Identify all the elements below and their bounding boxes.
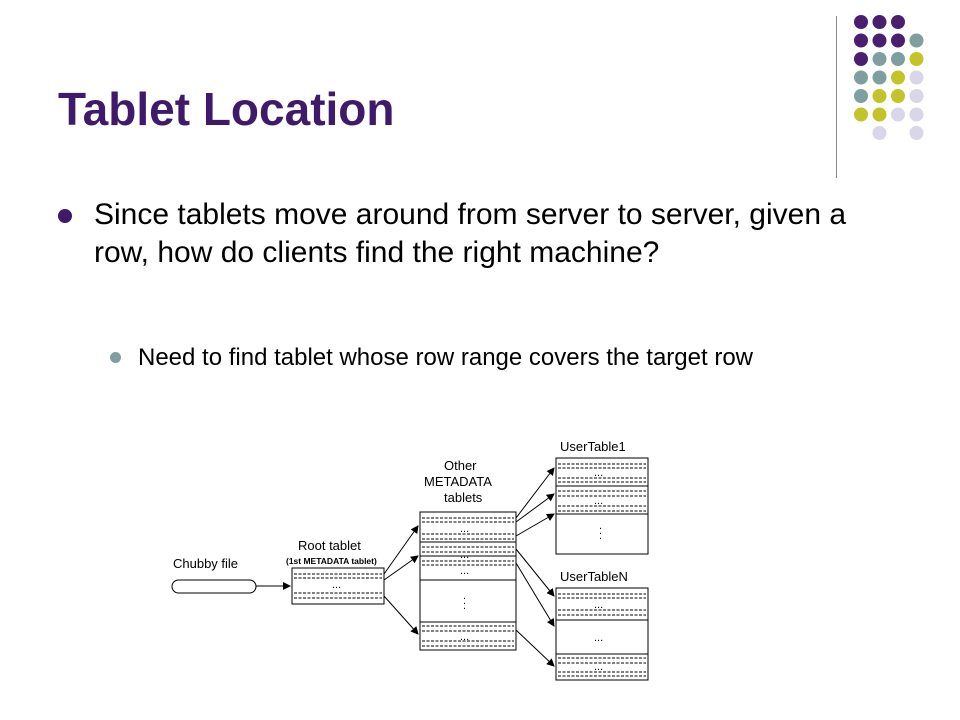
bullet-dot-icon xyxy=(58,209,72,223)
decorative-dot xyxy=(872,33,887,48)
decorative-dot xyxy=(909,107,924,122)
sub-bullet-text-1: Need to find tablet whose row range cove… xyxy=(138,344,753,371)
decorative-dot xyxy=(854,107,868,122)
decorative-dot xyxy=(872,15,887,29)
root-tablet-label: Root tablet xyxy=(298,538,361,553)
decorative-dot xyxy=(872,126,887,140)
svg-text:...: ... xyxy=(594,661,603,673)
user-table-n-label: UserTableN xyxy=(560,569,628,584)
svg-text:.: . xyxy=(463,600,466,612)
decorative-dot xyxy=(891,33,905,48)
decorative-dot xyxy=(909,126,924,140)
svg-text:...: ... xyxy=(594,467,603,479)
decorative-dot xyxy=(872,70,887,85)
decorative-dot xyxy=(854,33,868,48)
slide-title: Tablet Location xyxy=(58,83,395,135)
svg-text:.: . xyxy=(599,530,602,542)
decorative-dot xyxy=(891,70,905,85)
svg-text:...: ... xyxy=(594,495,603,507)
sub-bullet-item-1: Need to find tablet whose row range cove… xyxy=(110,343,850,373)
decorative-dot xyxy=(854,89,868,103)
decorative-dot xyxy=(872,52,887,66)
decorative-dot xyxy=(909,89,924,103)
decorative-dot xyxy=(909,33,924,48)
sub-bullet-dot-icon xyxy=(110,352,121,363)
tablet-location-diagram: Chubby file Root tablet (1st METADATA ta… xyxy=(171,439,649,681)
svg-text:...: ... xyxy=(460,565,469,577)
decorative-dot xyxy=(891,107,905,122)
svg-text:...: ... xyxy=(594,632,603,644)
chubby-file-label: Chubby file xyxy=(173,556,238,571)
decorative-dot xyxy=(872,89,887,103)
root-tablet-sublabel: (1st METADATA tablet) xyxy=(286,556,377,566)
decorative-dot xyxy=(854,52,868,66)
decorative-divider xyxy=(836,16,837,178)
bullet-text-1: Since tablets move around from server to… xyxy=(94,198,847,269)
svg-text:...: ... xyxy=(594,599,603,611)
svg-text:.: . xyxy=(599,525,602,537)
chubby-file-box xyxy=(171,579,257,594)
metadata-label-line3: tablets xyxy=(444,490,483,505)
user-table-n-box xyxy=(555,587,649,681)
decorative-dot xyxy=(854,70,868,85)
decorative-dot-grid xyxy=(854,15,924,140)
svg-text:.: . xyxy=(463,590,466,602)
bullet-item-1: Since tablets move around from server to… xyxy=(58,196,858,272)
decorative-dot xyxy=(854,15,868,29)
metadata-tablets-box xyxy=(419,511,517,651)
decorative-dot xyxy=(891,52,905,66)
user-table-1-label: UserTable1 xyxy=(560,439,626,454)
decorative-dot xyxy=(891,15,905,29)
svg-text:...: ... xyxy=(332,579,341,591)
svg-text:...: ... xyxy=(460,549,469,561)
svg-text:...: ... xyxy=(460,523,469,535)
decorative-dot xyxy=(891,89,905,103)
decorative-dot xyxy=(909,70,924,85)
svg-text:...: ... xyxy=(460,631,469,643)
decorative-dot xyxy=(872,107,887,122)
svg-text:.: . xyxy=(463,595,466,607)
decorative-dot xyxy=(909,52,924,66)
metadata-label-line1: Other xyxy=(444,458,477,473)
metadata-label-line2: METADATA xyxy=(424,474,492,489)
svg-text:.: . xyxy=(599,520,602,532)
